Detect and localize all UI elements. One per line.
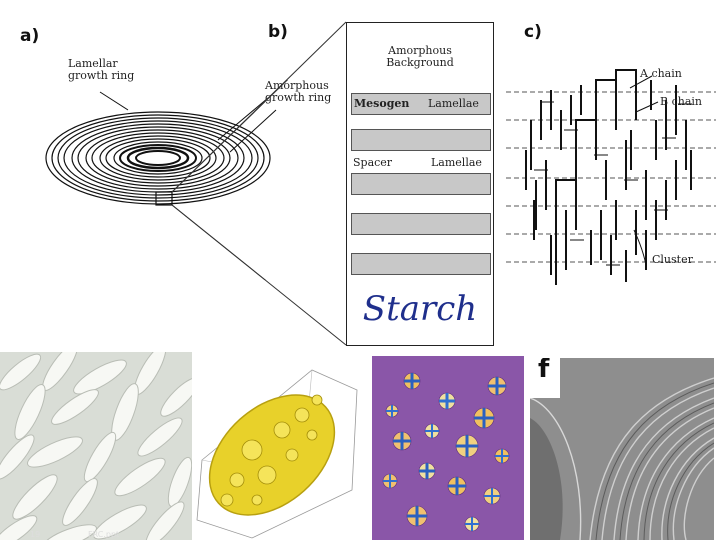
amorphous-ring-label: Amorphous growth ring — [265, 80, 331, 104]
amorphous-background-label-line2: Background — [386, 56, 454, 69]
lamellar-ring-label-line1: Lamellar — [68, 57, 118, 70]
lamellar-ring-label-line2: growth ring — [68, 69, 135, 82]
mesogen-label: Mesogen — [354, 97, 410, 110]
lamella-band-1: Mesogen Lamellae — [351, 93, 491, 115]
amorphous-background-label: Amorphous Background — [347, 45, 493, 69]
chain-branches — [525, 69, 692, 285]
lamella-band-4 — [351, 173, 491, 195]
starch-granule-3d-render — [192, 360, 364, 540]
polarized-starch-granules-micrograph — [372, 356, 524, 540]
panel-f-letter: f — [538, 358, 550, 384]
a-chain-label: A chain — [640, 67, 682, 80]
amylopectin-cluster-diagram — [506, 69, 716, 285]
cluster-ticks — [534, 101, 692, 266]
lamellae-label-2: Lamellae — [431, 156, 482, 169]
granule-growth-rings-sem: f — [530, 358, 714, 540]
sem-rings-drawing — [530, 358, 714, 540]
lamellar-ring-label: Lamellar growth ring — [68, 58, 134, 82]
panel-a-letter: a) — [20, 26, 40, 46]
slide-number: 19 — [30, 530, 41, 539]
rice-grains-drawing — [0, 352, 192, 540]
lamella-band-3: Spacer Lamellae — [351, 153, 489, 173]
lamellae-stack: Amorphous Background Mesogen Lamellae Sp… — [346, 22, 494, 346]
b-chain-label: B chain — [660, 95, 702, 108]
file-label: FRC.ppt — [88, 530, 120, 539]
lamella-band-2 — [351, 129, 491, 151]
cluster-label: Cluster — [652, 253, 693, 266]
lamellae-label-1: Lamellae — [428, 97, 479, 110]
amorphous-ring-label-line1: Amorphous — [265, 79, 329, 92]
growth-rings-diagram — [45, 80, 289, 280]
zoom-region-box — [155, 191, 173, 206]
growth-rings — [45, 111, 271, 205]
amorphous-background-label-line1: Amorphous — [388, 44, 452, 57]
amorphous-ring-label-line2: growth ring — [265, 91, 332, 104]
lamella-band-6 — [351, 253, 491, 275]
panel-c-letter: c) — [524, 22, 542, 42]
panel-b-letter: b) — [268, 22, 288, 42]
starch-granule-drawing — [196, 369, 358, 539]
starch-caption: Starch — [362, 289, 478, 329]
spacer-label: Spacer — [353, 156, 393, 169]
rice-grains-photo — [0, 352, 192, 540]
lamella-band-5 — [351, 213, 491, 235]
polarized-granules-drawing — [372, 356, 524, 540]
